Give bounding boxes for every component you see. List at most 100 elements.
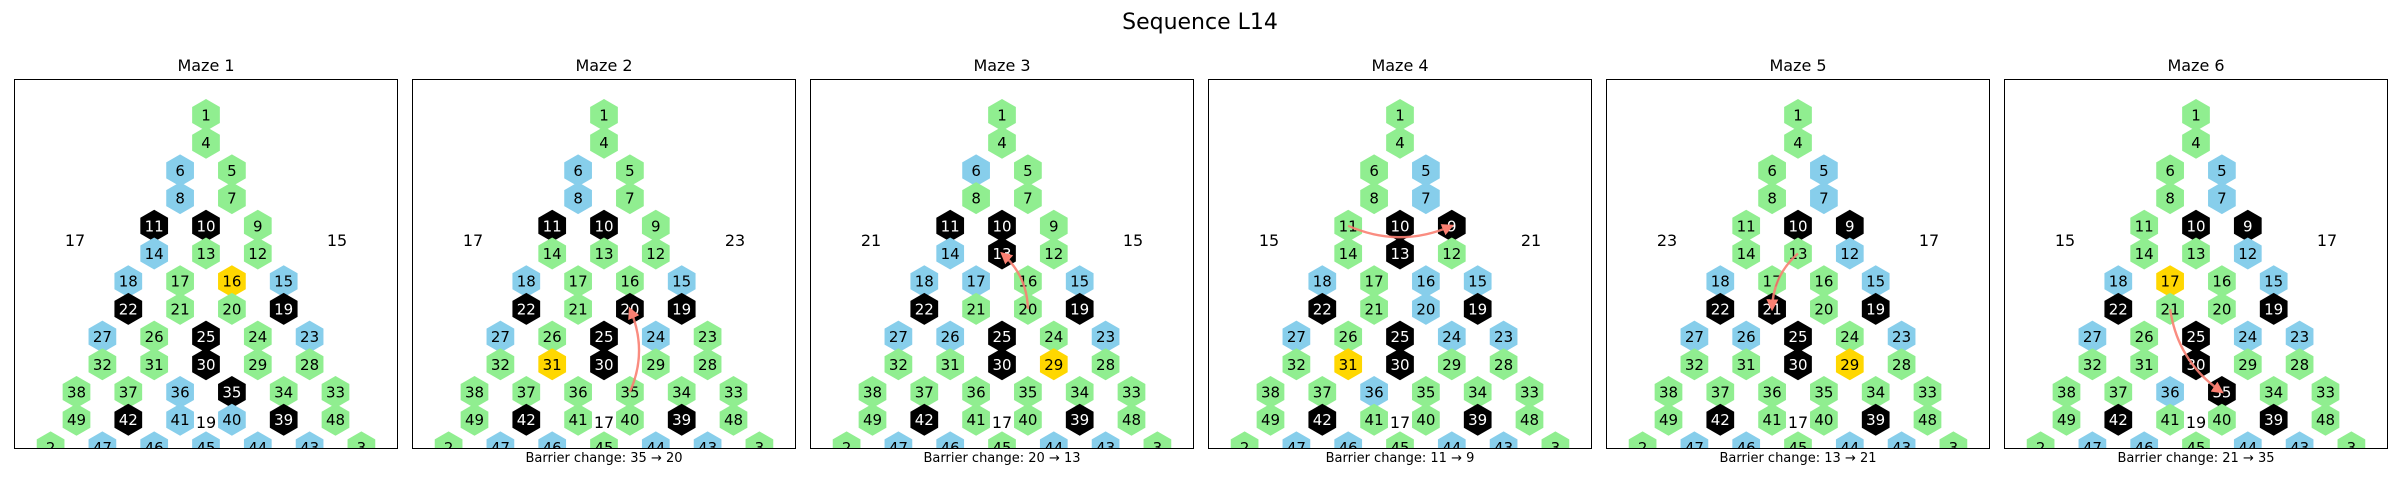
hex-tile bbox=[1091, 348, 1120, 381]
hex-cell: 5 bbox=[616, 154, 644, 187]
hex-cell: 9 bbox=[1437, 209, 1466, 242]
hex-cell: 40 bbox=[1014, 403, 1042, 436]
hex-cell: 24 bbox=[2233, 320, 2262, 353]
hex-number: 22 bbox=[119, 300, 138, 318]
hex-number: 3 bbox=[1153, 439, 1163, 448]
hex-tile bbox=[1256, 376, 1285, 408]
hex-cell: 30 bbox=[1386, 348, 1414, 381]
bottom-side-label: 17 bbox=[594, 413, 614, 432]
hex-tile bbox=[641, 348, 670, 381]
hex-tile bbox=[88, 431, 117, 448]
hex-tile bbox=[218, 376, 246, 408]
hex-cell: 26 bbox=[140, 320, 169, 353]
hex-tile bbox=[1386, 209, 1414, 242]
hex-tile bbox=[114, 292, 143, 325]
hex-number: 36 bbox=[171, 384, 190, 402]
hex-number: 18 bbox=[915, 273, 934, 291]
hex-number: 20 bbox=[1018, 300, 1037, 318]
hex-cell: 30 bbox=[192, 348, 220, 381]
hex-tile bbox=[962, 376, 990, 408]
hex-tile bbox=[88, 320, 117, 353]
hex-cell: 4 bbox=[1386, 126, 1414, 159]
hex-cell: 18 bbox=[910, 265, 939, 298]
hex-number: 5 bbox=[625, 162, 635, 180]
hex-cell: 11 bbox=[538, 209, 567, 242]
hex-tile bbox=[192, 320, 220, 353]
hex-tile bbox=[2259, 403, 2288, 436]
hex-number: 35 bbox=[1018, 384, 1037, 402]
hex-tile bbox=[667, 292, 696, 325]
left-side-label: 17 bbox=[463, 231, 483, 250]
barrier-change-arrow bbox=[1347, 224, 1454, 239]
hex-number: 11 bbox=[543, 217, 562, 235]
hex-tile bbox=[269, 376, 298, 408]
hex-cell: 20 bbox=[2208, 292, 2236, 325]
hex-cell: 40 bbox=[218, 403, 246, 436]
hex-tile bbox=[832, 431, 861, 448]
hex-cell: 11 bbox=[936, 209, 965, 242]
hex-number: 44 bbox=[1044, 439, 1063, 448]
maze-title: Maze 2 bbox=[575, 56, 633, 75]
hex-cell: 39 bbox=[667, 403, 696, 436]
hex-tile bbox=[1039, 320, 1068, 353]
hex-cell: 32 bbox=[2078, 348, 2107, 381]
hex-cell: 43 bbox=[295, 431, 324, 448]
barrier-change-arrow bbox=[1000, 251, 1030, 309]
hex-tile bbox=[1117, 376, 1146, 408]
hex-cell: 22 bbox=[512, 292, 541, 325]
hex-cell: 14 bbox=[538, 237, 567, 270]
hex-tile bbox=[1913, 376, 1942, 408]
hex-tile bbox=[1680, 431, 1709, 448]
hex-tile bbox=[1887, 431, 1916, 448]
hex-cell: 47 bbox=[88, 431, 117, 448]
hex-cell: 39 bbox=[269, 403, 298, 436]
hex-cell: 39 bbox=[2259, 403, 2288, 436]
hex-cell: 7 bbox=[1810, 182, 1838, 215]
hex-tile bbox=[1758, 376, 1786, 408]
hex-number: 30 bbox=[992, 356, 1011, 374]
hex-cell: 32 bbox=[1680, 348, 1709, 381]
hex-number: 13 bbox=[1390, 245, 1409, 263]
hex-cell: 47 bbox=[1282, 431, 1311, 448]
hex-tile bbox=[2130, 348, 2159, 381]
hex-number: 9 bbox=[253, 217, 263, 235]
hex-cell: 12 bbox=[641, 237, 670, 270]
hex-number: 35 bbox=[1416, 384, 1435, 402]
hex-number: 29 bbox=[1442, 356, 1461, 374]
hex-number: 9 bbox=[651, 217, 661, 235]
hex-cell: 41 bbox=[166, 403, 194, 436]
hex-number: 18 bbox=[1711, 273, 1730, 291]
hex-cell: 42 bbox=[1308, 403, 1337, 436]
hex-number: 11 bbox=[1737, 217, 1756, 235]
hex-tile bbox=[512, 265, 541, 298]
hex-number: 43 bbox=[698, 439, 717, 448]
hex-tile bbox=[564, 265, 592, 298]
hex-tile bbox=[884, 320, 913, 353]
hex-tile bbox=[243, 348, 272, 381]
hex-tile bbox=[590, 431, 618, 448]
hex-cell: 24 bbox=[1835, 320, 1864, 353]
hex-tile bbox=[2156, 265, 2184, 298]
barrier-change-caption: Barrier change: 21 → 35 bbox=[2117, 451, 2275, 466]
hex-cell: 15 bbox=[269, 265, 298, 298]
hex-tile bbox=[1039, 237, 1068, 270]
hex-cell: 38 bbox=[62, 376, 91, 408]
hex-number: 42 bbox=[1711, 411, 1730, 429]
hex-cell: 22 bbox=[910, 292, 939, 325]
hex-tile bbox=[2259, 376, 2288, 408]
hex-cell: 16 bbox=[1412, 265, 1440, 298]
left-side-label: 15 bbox=[2055, 231, 2075, 250]
hex-cell: 37 bbox=[114, 376, 143, 408]
hex-tile bbox=[1386, 237, 1414, 270]
hex-cell: 9 bbox=[243, 209, 272, 242]
hex-cell: 31 bbox=[1334, 348, 1363, 381]
hex-number: 19 bbox=[1866, 300, 1885, 318]
hex-number: 26 bbox=[941, 328, 960, 346]
hex-tile bbox=[1835, 431, 1864, 448]
hex-number: 25 bbox=[1390, 328, 1409, 346]
hex-number: 1 bbox=[2191, 107, 2201, 125]
hex-number: 33 bbox=[326, 384, 345, 402]
hex-cell: 20 bbox=[1412, 292, 1440, 325]
hex-number: 31 bbox=[145, 356, 164, 374]
